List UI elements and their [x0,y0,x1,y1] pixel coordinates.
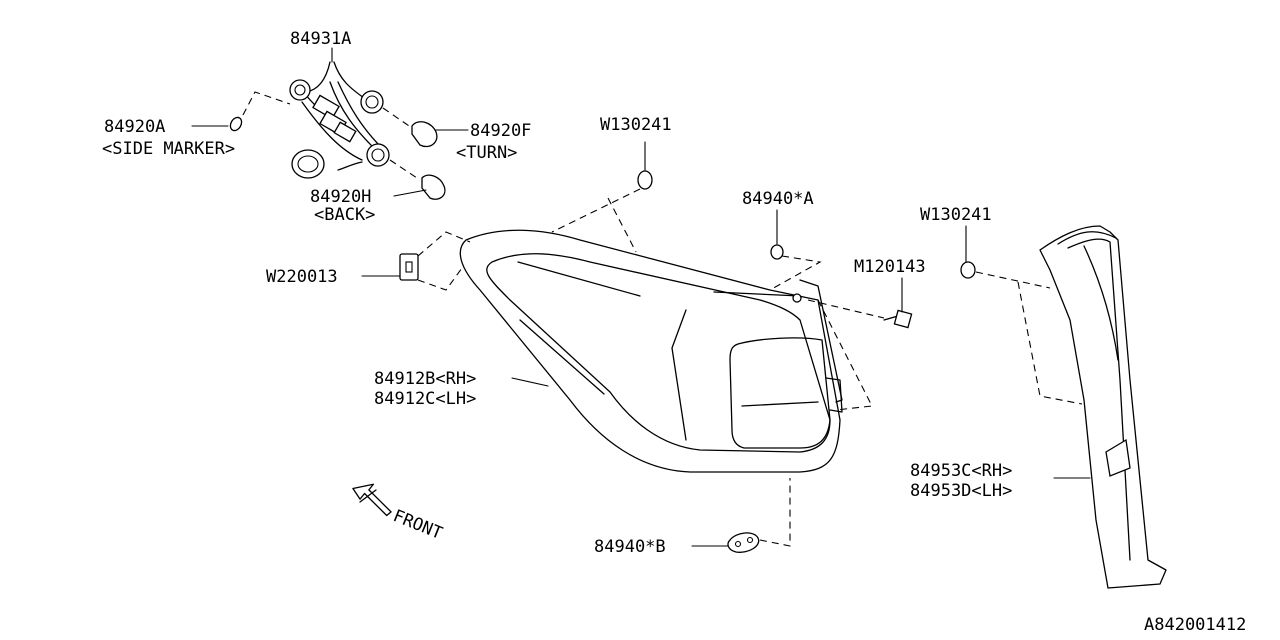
gasket-b[interactable] [727,478,791,553]
diagram-id: A842001412 [1144,615,1246,635]
callout-clip-nut-left[interactable]: W130241 [600,115,672,135]
callout-back-number[interactable]: 84920H [310,187,371,207]
callout-lamp-lh[interactable]: 84912C<LH> [374,389,476,409]
callout-side-marker-desc[interactable]: <SIDE MARKER> [102,139,235,159]
callout-turn-desc[interactable]: <TURN> [456,143,517,163]
callout-nut-w[interactable]: W220013 [266,267,338,287]
callout-clip-nut-right[interactable]: W130241 [920,205,992,225]
callout-garnish-lh[interactable]: 84953D<LH> [910,481,1012,501]
callout-harness[interactable]: 84931A [290,29,351,49]
rear-combination-lamp[interactable] [459,229,843,473]
callout-garnish-rh[interactable]: 84953C<RH> [910,461,1012,481]
nut-w220013[interactable] [399,231,471,291]
turn-bulb[interactable] [382,107,438,148]
callout-back-desc[interactable]: <BACK> [314,205,375,225]
front-label: FRONT [390,506,445,544]
callout-gasket-b[interactable]: 84940*B [594,537,666,557]
callout-gasket-a[interactable]: 84940*A [742,189,814,209]
leader-lines [191,47,1091,547]
callout-bolt[interactable]: M120143 [854,257,926,277]
gasket-a[interactable] [769,244,822,291]
clip-nut-left[interactable] [551,170,653,253]
callout-side-marker-number[interactable]: 84920A [104,117,165,137]
socket-harness-assembly[interactable] [289,61,390,179]
side-marker-bulb[interactable] [228,91,291,133]
callout-lamp-rh[interactable]: 84912B<RH> [374,369,476,389]
clip-nut-right[interactable] [960,261,1051,289]
bolt-m120143[interactable] [807,299,913,411]
callout-turn-number[interactable]: 84920F [470,121,531,141]
rear-garnish[interactable] [1017,225,1167,589]
front-arrow-icon [352,483,392,517]
back-bulb[interactable] [389,159,446,200]
